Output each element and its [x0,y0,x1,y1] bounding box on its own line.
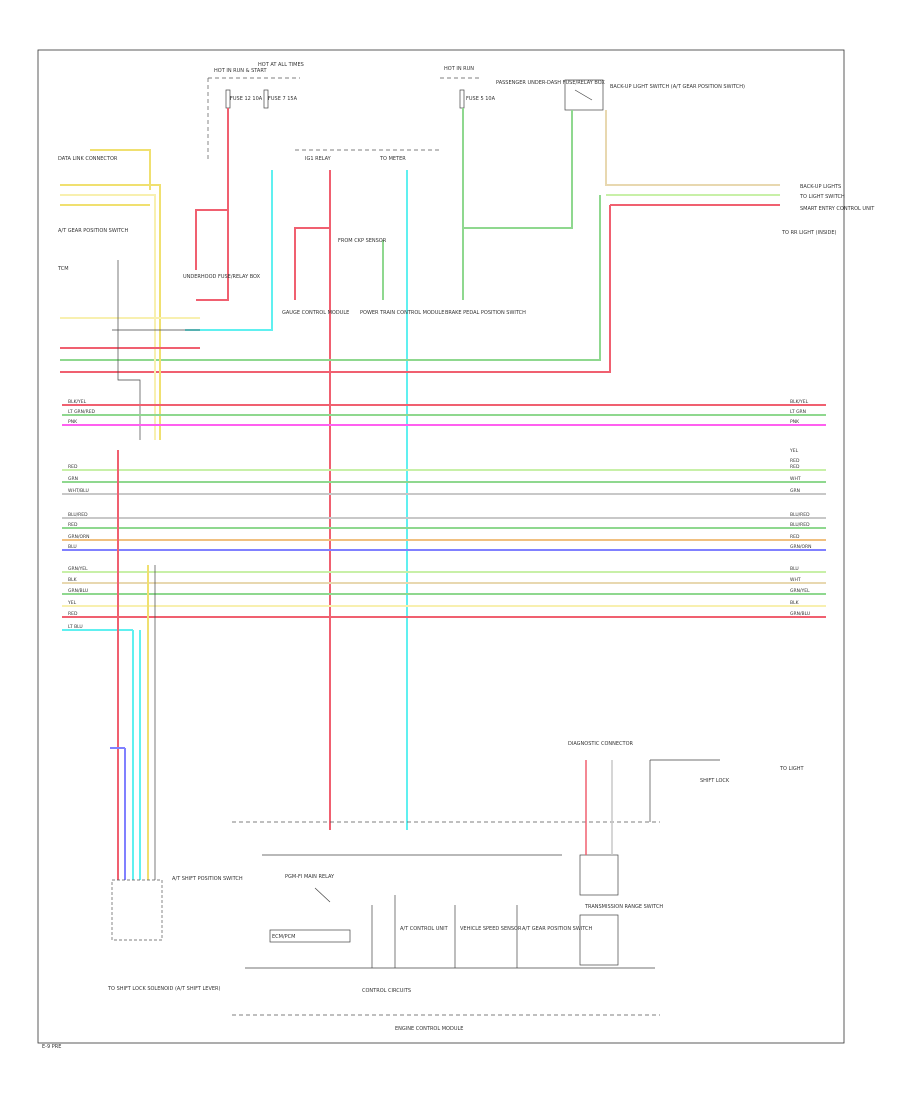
bus-wire-label-left: RED [68,464,78,470]
bus-wire-label-right: GRN [790,488,800,494]
bus-wire-label-left: GRN/YEL [68,566,88,572]
bus-wire-label-right: GRN/BLU [790,611,810,617]
main-relay-label: PGM-FI MAIN RELAY [285,874,335,880]
fuse-c-label: FUSE 5 10A [466,96,496,102]
to-meter-top-label: TO METER [379,156,406,162]
bottom-left-label: TO SHIFT LOCK SOLENOID (A/T SHIFT LEVER) [107,986,221,992]
bus-wire-label-right: WHT [790,577,801,583]
pcm-label: PCM [62,40,73,46]
pcm-box2-label: A/T CONTROL UNIT [400,926,449,932]
gauge-label: UNDERHOOD FUSE/RELAY BOX [183,274,261,280]
backup-switch-box [564,79,604,111]
pcm-box3-label: VEHICLE SPEED SENSOR [460,926,522,932]
mid-left-connector-label: A/T GEAR POSITION SWITCH [58,228,129,234]
bus-wire-label-left: PNK [68,419,78,425]
sensor-label: POWER TRAIN CONTROL MODULE [360,310,444,316]
ground-line [117,260,141,440]
fuse-b-label: FUSE 7 15A [268,96,298,102]
brake-switch-label: BRAKE PEDAL POSITION SWITCH [445,310,526,316]
diag-label: DIAGNOSTIC CONNECTOR [568,741,634,747]
smart-entry-label: SMART ENTRY CONTROL UNIT [800,206,875,212]
bus-wire-label-right: BLU/RED [790,522,810,528]
bus-wire-label-right: BLU [790,566,799,572]
bus-wire-label-right: BLK [790,600,800,606]
hot-run-label: HOT IN RUN [444,66,474,72]
bus-wire-label-left: RED [68,522,78,528]
bus-wire-label-right: PNK [790,419,800,425]
left-lower-label: TCM [57,266,69,272]
bus-wire-label-left: GRN [68,476,78,482]
gauge2-label: GAUGE CONTROL MODULE [282,310,349,316]
bus-wire-label-left: RED [68,611,78,617]
bus-wire-label-right: LT GRN [790,409,806,415]
bus-wire-label-left: YEL [67,600,77,606]
control-circuits-label: CONTROL CIRCUITS [362,988,411,994]
bus-wire-label-right: GRN/YEL [790,588,810,594]
bus-wire-label-right: GRN/ORN [790,544,812,550]
to-rr-light-label: TO RR LIGHT (INSIDE) [781,230,836,236]
left-vertical-harness [110,450,149,880]
top-wires [60,108,780,830]
passenger-fuse-label: PASSENGER UNDER-DASH FUSE/RELAY BOX [496,80,605,86]
shift-lock-label: SHIFT LOCK [700,778,730,784]
from-sensor-label: FROM CKP SENSOR [338,238,387,244]
engine-control-label: ENGINE CONTROL MODULE [395,1026,463,1032]
pcm-internals: PGM-FI MAIN RELAY ECM/PCM A/T CONTROL UN… [269,854,663,968]
back-up-label: BACK-UP LIGHTS [800,184,841,190]
bottom-left-connector [111,879,163,941]
bus-wire-label-left: GRN/BLU [68,588,88,594]
pcm-box1-label: ECM/PCM [272,934,295,940]
top-left-wires [60,149,200,440]
bus-wire-label-left: WHT/BLU [68,488,89,494]
hot-run-start-label: HOT IN RUN & START [214,68,267,74]
bus-wire-label-right: BLU/RED [790,512,810,518]
ign-relay-label: IG1 RELAY [305,156,332,162]
backup-switch-contact [574,89,593,101]
bus-wire-label-right: BLK/YEL [790,399,809,405]
bus-wire-label-left: BLK/YEL [68,399,87,405]
bus-wire-label-left: BLU [68,544,77,550]
bus-wire-label-left: BLK [68,577,78,583]
diagram-frame [37,49,845,1044]
pcm-box4-label: A/T GEAR POSITION SWITCH [522,926,593,932]
fuse-a-label: FUSE 12 10A [230,96,263,102]
bottom-right-wires [585,759,720,855]
trans-label: TRANSMISSION RANGE SWITCH [584,904,663,910]
bottom-left-side-label: A/T SHIFT POSITION SWITCH [172,876,243,882]
hot-at-all-times-label: HOT AT ALL TIMES [258,62,304,68]
bus-wire-label-right-extra: YEL [789,448,799,454]
page-label: E-9 PRE [42,1044,61,1050]
top-left-connector-label: DATA LINK CONNECTOR [58,156,118,162]
bus-wire-label-left: GRN/ORN [68,534,90,540]
bus-wire-label-left: LT BLU [68,624,83,630]
bus-wire-label-right: WHT [790,476,801,482]
bus-wire-label-right-extra: RED [790,458,800,464]
to-light-label: TO LIGHT SWITCH [799,194,845,200]
bus-wire-label-left: BLU/RED [68,512,88,518]
bus-wire-label-right: RED [790,534,800,540]
bus-wire-label-right: RED [790,464,800,470]
bus-wire-label-left: LT GRN/RED [68,409,96,415]
to-light-bottom-label: TO LIGHT [779,766,804,772]
backup-switch-label: BACK-UP LIGHT SWITCH (A/T GEAR POSITION … [610,84,745,90]
